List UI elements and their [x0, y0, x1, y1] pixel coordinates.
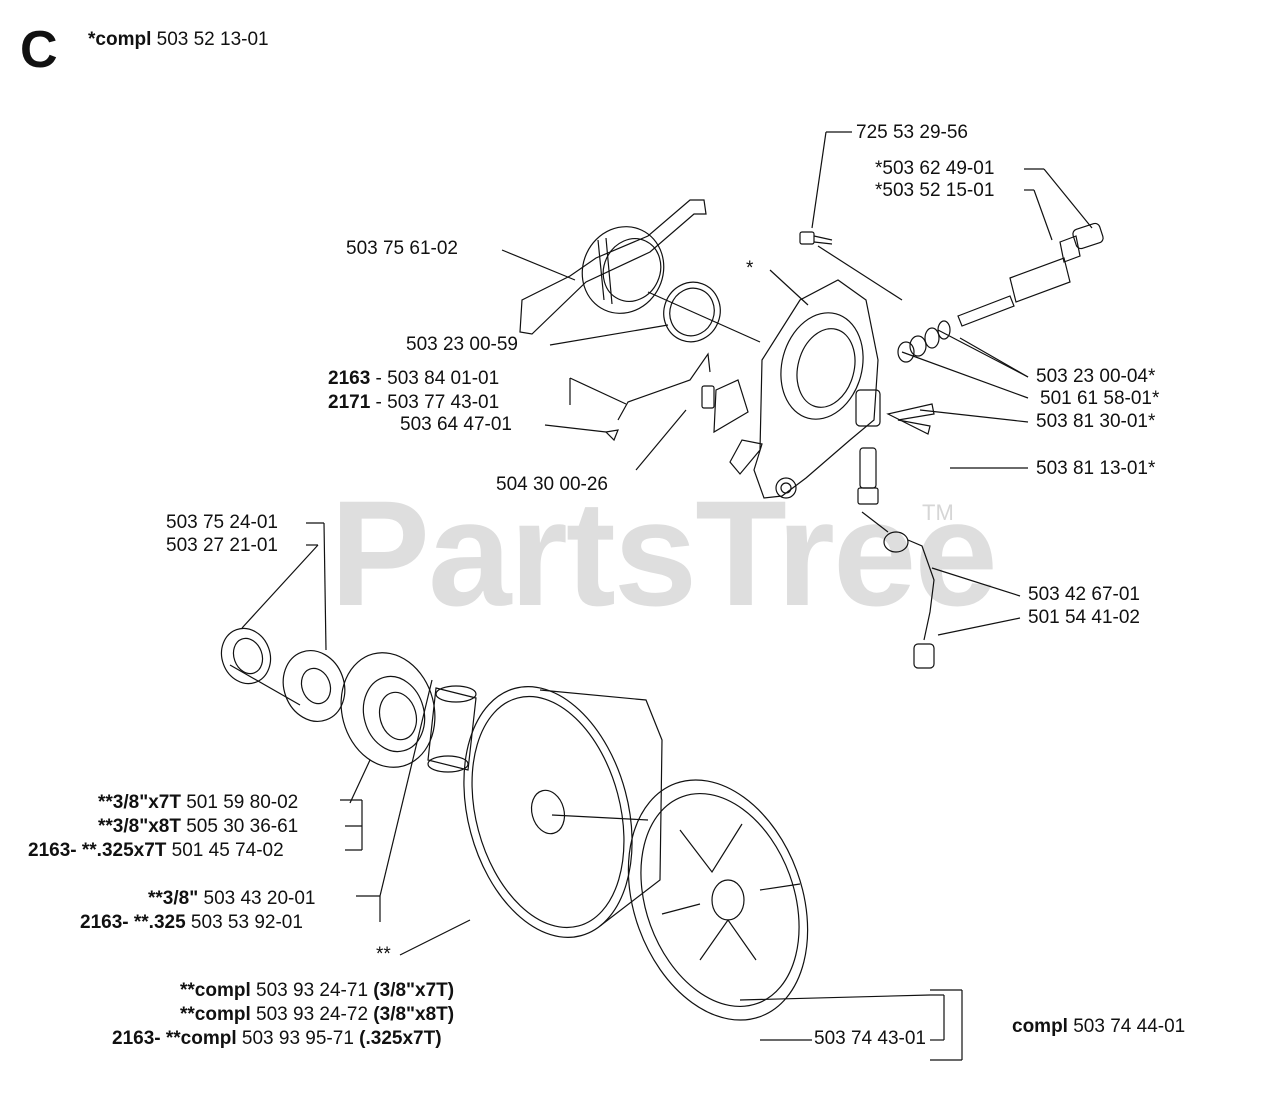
- sprocket-label-3-8-8t: **3/8"x8T 505 30 36-61: [98, 816, 298, 838]
- part-number: 501 45 74-02: [166, 840, 284, 861]
- part-label-503230059: 503 23 00-59: [406, 334, 518, 355]
- clutch-drum-part: [463, 686, 663, 938]
- part-label-503752401: 503 75 24-01: [166, 512, 278, 533]
- compl-label-1: **compl 503 93 24-71 (3/8"x7T): [180, 980, 454, 1002]
- part-label-503756102: 503 75 61-02: [346, 238, 458, 259]
- sprocket-label-3-8-7t: **3/8"x7T 501 59 80-02: [98, 792, 298, 814]
- part-number: 505 30 36-61: [180, 816, 299, 837]
- part-number: - 503 77 43-01: [370, 392, 500, 413]
- part-number: 503 93 24-72: [250, 1004, 374, 1025]
- part-number: 503 93 24-71: [250, 980, 374, 1001]
- assembly-header-number: 503 52 13-01: [156, 29, 269, 50]
- needle-bearing-part: [427, 685, 477, 773]
- part-label-503624901: *503 62 49-01: [875, 158, 995, 179]
- part-label-501544102: 501 54 41-02: [1028, 607, 1140, 628]
- part-number: 503 74 44-01: [1067, 1016, 1186, 1037]
- part-label-503230004: 503 23 00-04*: [1036, 366, 1156, 387]
- suction-hose-part: [883, 531, 935, 669]
- leader-lines: [229, 131, 1093, 1061]
- spring-washer-part: [897, 320, 951, 363]
- clip-part: [886, 403, 935, 435]
- compl-size: (.325x7T): [359, 1028, 442, 1049]
- part-label-725532956: 725 53 29-56: [856, 122, 968, 143]
- drum-label-325: 2163- **.325 503 53 92-01: [80, 912, 303, 934]
- part-label-503272101: 503 27 21-01: [166, 535, 278, 556]
- compl-prefix: 2163- **compl: [112, 1028, 237, 1049]
- part-number: - 503 84 01-01: [370, 368, 500, 389]
- compl-prefix: compl: [1012, 1016, 1068, 1037]
- drum-variant: 2163- **.325: [80, 912, 186, 933]
- adjust-pin-part: [857, 447, 879, 505]
- o-ring-part: [663, 281, 721, 343]
- part-label-503644701: 503 64 47-01: [400, 414, 512, 435]
- part-label-501615801: 501 61 58-01*: [1040, 388, 1160, 409]
- compl-size: (3/8"x7T): [373, 980, 455, 1001]
- retaining-ring-part: [220, 627, 272, 685]
- part-label-503811301: 503 81 13-01*: [1036, 458, 1156, 479]
- drum-variant: **3/8": [148, 888, 199, 909]
- compl-size: (3/8"x8T): [373, 1004, 455, 1025]
- part-label-double-star: **: [376, 944, 391, 965]
- sprocket-variant: **3/8"x8T: [98, 816, 181, 837]
- oil-pipe-part: [604, 352, 715, 442]
- sprocket-variant: **3/8"x7T: [98, 792, 181, 813]
- clutch-part: [627, 779, 809, 1021]
- part-label-504300026: 504 30 00-26: [496, 474, 608, 495]
- part-number: 503 53 92-01: [185, 912, 303, 933]
- part-number: 503 43 20-01: [198, 888, 316, 909]
- compl-prefix: **compl: [180, 980, 251, 1001]
- model-code-2163: 2163: [328, 368, 371, 389]
- sprocket-label-325-7t: 2163- **.325x7T 501 45 74-02: [28, 840, 284, 862]
- part-label-503840101: 2163 - 503 84 01-01: [328, 368, 499, 390]
- compl-label-2: **compl 503 93 24-72 (3/8"x8T): [180, 1004, 454, 1026]
- rim-sprocket-part: [340, 652, 436, 768]
- part-label-503774301: 2171 - 503 77 43-01: [328, 392, 499, 414]
- section-letter: C: [20, 21, 58, 79]
- compl-label-3: 2163- **compl 503 93 95-71 (.325x7T): [112, 1028, 442, 1050]
- pump-shaft-part: [957, 222, 1104, 327]
- part-label-503426701: 503 42 67-01: [1028, 584, 1140, 605]
- model-code-2171: 2171: [328, 392, 371, 413]
- assembly-header-prefix: *compl: [88, 29, 152, 50]
- sprocket-variant: 2163- **.325x7T: [28, 840, 167, 861]
- drum-label-3-8: **3/8" 503 43 20-01: [148, 888, 315, 910]
- compl-prefix: **compl: [180, 1004, 251, 1025]
- part-label-503744301: 503 74 43-01: [814, 1028, 926, 1049]
- screw-part: [799, 231, 833, 245]
- part-number: 503 93 95-71: [236, 1028, 360, 1049]
- washer-part: [282, 650, 346, 722]
- watermark: PartsTree: [330, 478, 998, 628]
- part-number: 501 59 80-02: [180, 792, 299, 813]
- watermark-brand: PartsTree: [330, 469, 998, 637]
- pump-housing-part: [713, 279, 881, 499]
- part-label-503521501: *503 52 15-01: [875, 180, 995, 201]
- compl-label-503744401: compl 503 74 44-01: [1012, 1016, 1185, 1038]
- part-label-star: *: [746, 258, 754, 279]
- bracket-part: [519, 199, 707, 335]
- part-label-503813001: 503 81 30-01*: [1036, 411, 1156, 432]
- assembly-header: *compl 503 52 13-01: [88, 29, 269, 51]
- watermark-tm: TM: [922, 500, 954, 525]
